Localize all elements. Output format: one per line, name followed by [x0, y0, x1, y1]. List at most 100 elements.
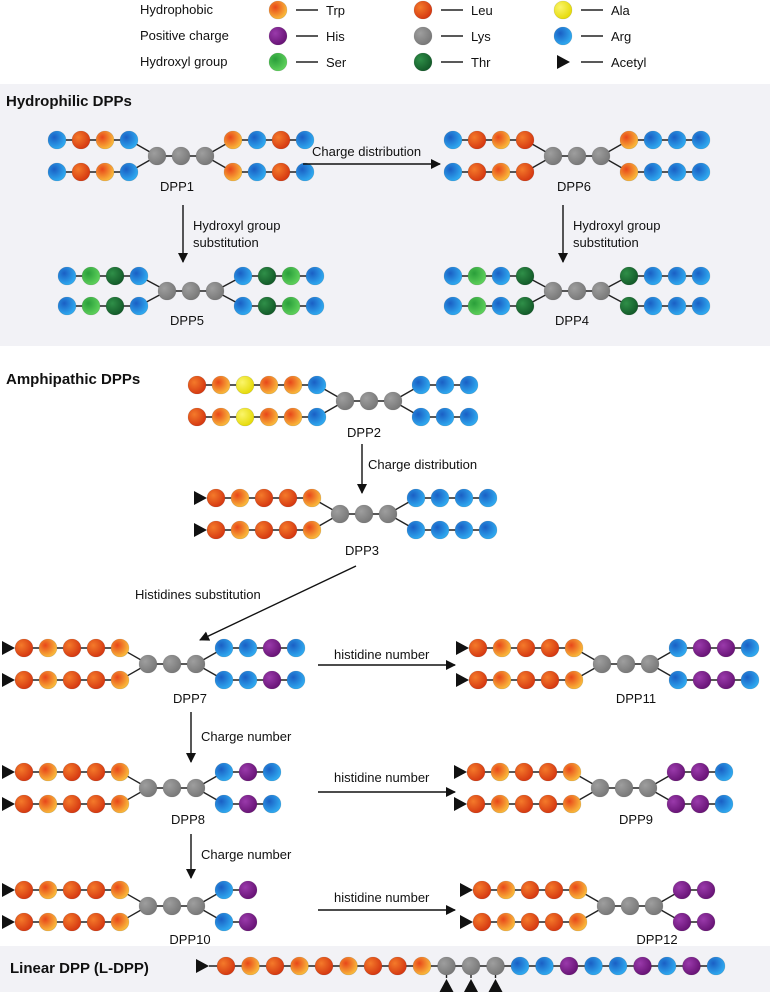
lys-core-bead — [330, 504, 350, 524]
section-title-amphipathic: Amphipathic DPPs — [6, 371, 140, 388]
leu-bead — [206, 488, 226, 508]
molecule-label-dpp1: DPP1 — [160, 179, 194, 194]
trp-bead — [110, 762, 130, 782]
lys-core-bead — [354, 504, 374, 524]
trp-bead — [619, 162, 639, 182]
leu-bead — [514, 794, 534, 814]
molecule-dpp3: DPP3 — [194, 488, 498, 558]
trp-bead — [491, 162, 511, 182]
lys-core-bead — [620, 896, 640, 916]
lys-core-bead — [543, 281, 563, 301]
linear-trp-bead — [241, 956, 260, 976]
trp-bead — [491, 130, 511, 150]
trp-bead — [38, 638, 58, 658]
arg-bead — [119, 130, 139, 150]
legend: Hydrophobic Positive charge Hydroxyl gro… — [140, 0, 647, 72]
arg-bead — [262, 762, 282, 782]
lys-core-bead — [186, 654, 206, 674]
section-title-linear: Linear DPP (L-DPP) — [10, 960, 149, 977]
trp-bead — [38, 880, 58, 900]
leu-bead — [467, 130, 487, 150]
trp-bead — [490, 794, 510, 814]
trp-bead — [38, 794, 58, 814]
acetyl-icon — [454, 797, 467, 811]
arg-bead — [691, 296, 711, 316]
linear-arg-bead — [535, 956, 554, 976]
arg-bead — [295, 162, 315, 182]
legend-item-acetyl: Acetyl — [557, 55, 647, 70]
linear-arg-bead — [584, 956, 603, 976]
legend-category-positive: Positive charge — [140, 28, 229, 43]
leu-bead — [271, 130, 291, 150]
legend-item-ala: Ala — [553, 0, 631, 20]
trp-bead — [568, 880, 588, 900]
lys-core-bead — [591, 146, 611, 166]
acetyl-icon — [464, 979, 478, 992]
arrow-label-charge-number-2: Charge number — [201, 847, 292, 862]
his-bead — [696, 880, 716, 900]
thr-bead — [515, 296, 535, 316]
arrow-label-hydroxyl-1b: substitution — [193, 235, 259, 250]
arg-bead — [435, 375, 455, 395]
leu-bead — [515, 130, 535, 150]
lys-core-bead — [644, 896, 664, 916]
arg-bead — [233, 296, 253, 316]
molecule-label-dpp11: DPP11 — [616, 691, 656, 706]
arg-bead — [286, 638, 306, 658]
his-bead — [692, 670, 712, 690]
trp-bead — [110, 670, 130, 690]
linear-lys-bead — [437, 956, 456, 976]
legend-category-hydroxyl: Hydroxyl group — [140, 54, 227, 69]
molecule-dpp12: DPP12 — [460, 880, 716, 947]
arg-bead — [406, 488, 426, 508]
leu-bead — [206, 520, 226, 540]
molecule-dpp11: DPP11 — [456, 638, 760, 706]
acetyl-icon — [2, 883, 15, 897]
lys-core-bead — [614, 778, 634, 798]
leu-bead — [71, 130, 91, 150]
trp-bead — [38, 762, 58, 782]
linear-trp-bead — [339, 956, 358, 976]
lys-core-bead — [383, 391, 403, 411]
arg-bead — [491, 296, 511, 316]
his-bead — [696, 912, 716, 932]
his-bead — [238, 762, 258, 782]
leu-bead — [271, 162, 291, 182]
arg-bead — [238, 670, 258, 690]
acetyl-icon — [439, 979, 454, 992]
lys-core-bead — [616, 654, 636, 674]
arg-bead — [643, 130, 663, 150]
linear-his-bead — [559, 956, 579, 976]
leu-bead — [187, 407, 207, 427]
trp-bead — [223, 130, 243, 150]
arg-bead — [214, 638, 234, 658]
arg-bead — [214, 880, 234, 900]
ser-bead — [281, 266, 301, 286]
leu-bead — [516, 670, 536, 690]
molecule-label-dpp2: DPP2 — [347, 425, 381, 440]
his-bead — [262, 670, 282, 690]
acetyl-icon — [456, 673, 469, 687]
acetyl-icon — [460, 883, 473, 897]
acetyl-icon — [194, 523, 207, 537]
trp-bead — [283, 375, 303, 395]
arg-bead — [238, 638, 258, 658]
his-bead — [262, 638, 282, 658]
arg-bead — [443, 162, 463, 182]
lys-core-bead — [591, 281, 611, 301]
arg-bead — [491, 266, 511, 286]
legend-item-thr: Thr — [413, 52, 491, 72]
trp-bead — [283, 407, 303, 427]
his-bead — [692, 638, 712, 658]
his-bead — [690, 762, 710, 782]
arg-bead — [714, 762, 734, 782]
linear-lys-bead — [486, 956, 505, 976]
arg-bead — [643, 162, 663, 182]
thr-bead — [257, 296, 277, 316]
molecule-dpp8: DPP8 — [2, 762, 282, 827]
trp-bead — [230, 520, 250, 540]
ser-bead — [467, 296, 487, 316]
trp-bead — [110, 794, 130, 814]
arrow-label-charge-distribution-2: Charge distribution — [368, 457, 477, 472]
arrow-label-charge-number-1: Charge number — [201, 729, 292, 744]
